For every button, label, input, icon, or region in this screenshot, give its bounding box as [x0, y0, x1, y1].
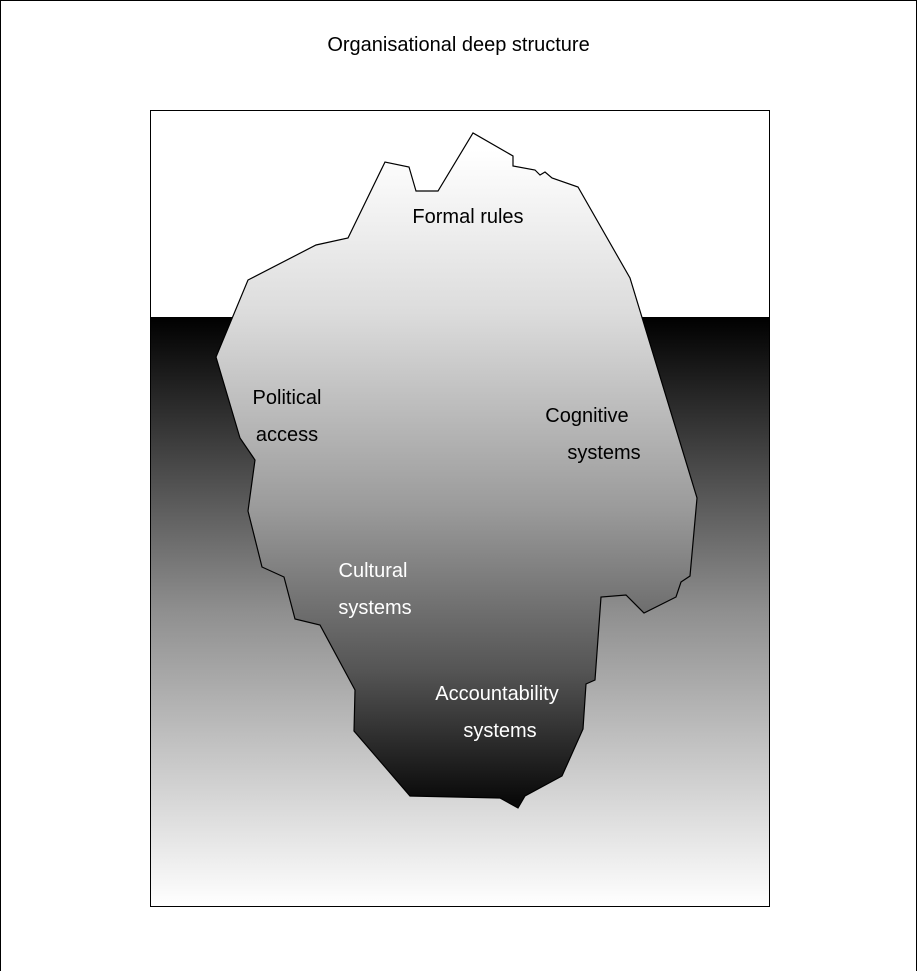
label-accountability-systems-line1: Accountability: [435, 683, 558, 705]
label-cultural-systems-line1: Cultural: [339, 560, 408, 582]
label-political-access-line1: Political: [253, 387, 322, 409]
label-cognitive-systems-line2: systems: [567, 442, 640, 464]
iceberg-shape: [215, 132, 698, 809]
panel-border: [150, 110, 770, 907]
label-accountability-systems-line2: systems: [463, 720, 536, 742]
label-cognitive-systems-line1: Cognitive: [545, 405, 628, 427]
diagram-title: Organisational deep structure: [327, 34, 590, 56]
label-cultural-systems-line2: systems: [338, 597, 411, 619]
label-formal-rules: Formal rules: [412, 206, 523, 228]
label-political-access-line2: access: [256, 424, 318, 446]
